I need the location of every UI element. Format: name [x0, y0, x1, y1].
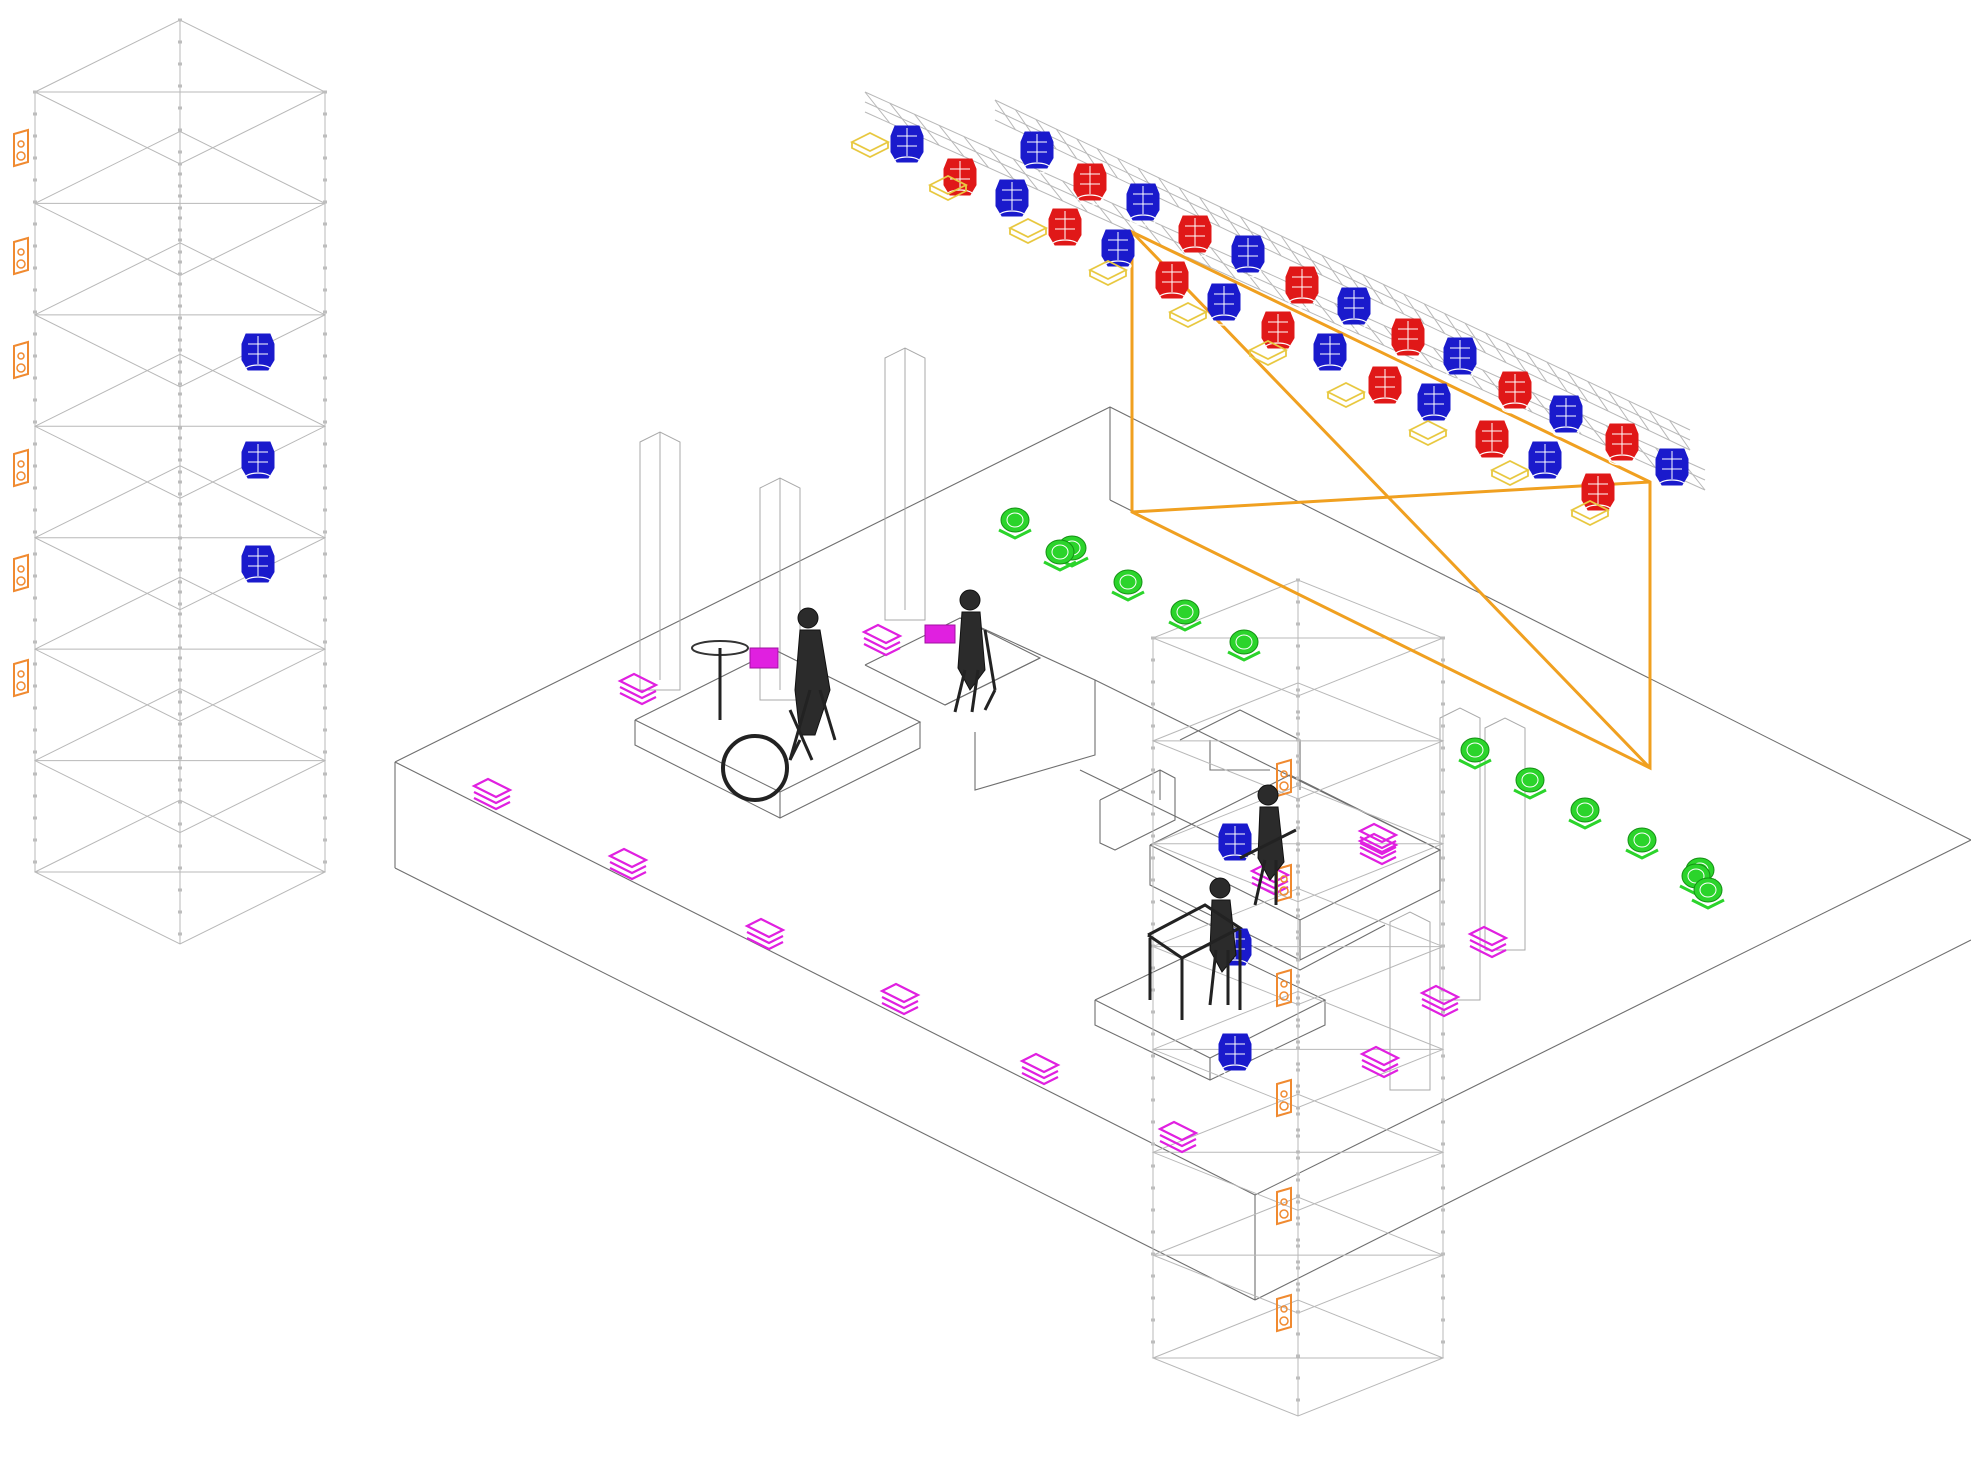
- moving-head-icon: [1048, 208, 1082, 251]
- blinder-icon: [927, 174, 969, 202]
- moving-head-icon: [1528, 441, 1562, 484]
- par-light-icon: [744, 917, 786, 951]
- blinder-icon: [1087, 259, 1129, 287]
- moving-head-icon: [1155, 261, 1189, 304]
- wash-light-icon: [1513, 767, 1547, 800]
- stage-pillars: [639, 347, 1526, 1091]
- wash-light-icon: [1111, 569, 1145, 602]
- speaker-icon: [13, 553, 29, 593]
- moving-head-icon: [1073, 163, 1107, 206]
- moving-head-icon: [1313, 333, 1347, 376]
- par-light-icon: [1359, 1045, 1401, 1079]
- moving-head-icon: [241, 441, 275, 484]
- par-light-icon: [1019, 1052, 1061, 1086]
- moving-head-icon: [1126, 183, 1160, 226]
- blinder-icon: [1167, 301, 1209, 329]
- wash-light-icon: [1691, 877, 1725, 910]
- wash-light-icon: [1043, 539, 1077, 572]
- moving-head-icon: [1231, 235, 1265, 278]
- par-light-icon: [1467, 925, 1509, 959]
- lighting-fixtures: [13, 125, 1725, 1333]
- speaker-icon: [13, 236, 29, 276]
- blinder-icon: [849, 131, 891, 159]
- par-light-icon: [1157, 1120, 1199, 1154]
- moving-head-icon: [1020, 131, 1054, 174]
- keyboardist-figure: [1147, 877, 1243, 1020]
- wash-light-icon: [1568, 797, 1602, 830]
- blinder-icon: [1407, 419, 1449, 447]
- moving-head-icon: [1207, 283, 1241, 326]
- speaker-icon: [13, 448, 29, 488]
- moving-head-icon: [1391, 318, 1425, 361]
- guitarist-figure: [924, 589, 997, 713]
- moving-head-icon: [1549, 395, 1583, 438]
- moving-head-icon: [1475, 420, 1509, 463]
- blinder-icon: [1325, 381, 1367, 409]
- par-light-icon: [607, 847, 649, 881]
- speaker-icon: [1276, 1078, 1292, 1118]
- par-light-icon: [471, 777, 513, 811]
- bassist-figure: [1239, 784, 1297, 906]
- blinder-icon: [1007, 217, 1049, 245]
- speaker-icon: [13, 658, 29, 698]
- blinder-icon: [1247, 339, 1289, 367]
- speaker-icon: [13, 340, 29, 380]
- speaker-icon: [1276, 1293, 1292, 1333]
- moving-head-icon: [1218, 1033, 1252, 1076]
- moving-head-icon: [1417, 383, 1451, 426]
- speaker-icon: [1276, 758, 1292, 798]
- moving-head-icon: [1605, 423, 1639, 466]
- moving-head-icon: [241, 545, 275, 588]
- moving-head-icon: [1498, 371, 1532, 414]
- wash-light-icon: [998, 507, 1032, 540]
- par-light-icon: [1419, 984, 1461, 1018]
- moving-head-icon: [1218, 823, 1252, 866]
- wash-light-icon: [1227, 629, 1261, 662]
- moving-head-icon: [1337, 287, 1371, 330]
- speaker-icon: [1276, 1186, 1292, 1226]
- wash-light-icon: [1168, 599, 1202, 632]
- par-light-icon: [861, 623, 903, 657]
- moving-head-icon: [1655, 448, 1689, 491]
- moving-head-icon: [1443, 337, 1477, 380]
- moving-head-icon: [1368, 366, 1402, 409]
- par-light-icon: [1357, 822, 1399, 856]
- moving-head-icon: [995, 179, 1029, 222]
- blinder-icon: [1489, 459, 1531, 487]
- moving-head-icon: [1581, 473, 1615, 516]
- par-light-icon: [617, 672, 659, 706]
- speaker-icon: [1276, 968, 1292, 1008]
- wash-light-icon: [1625, 827, 1659, 860]
- moving-head-icon: [890, 125, 924, 168]
- par-light-icon: [879, 982, 921, 1016]
- blinder-icon: [1569, 499, 1611, 527]
- moving-head-icon: [1101, 229, 1135, 272]
- speaker-icon: [13, 128, 29, 168]
- right-scaffold-tower: [1151, 578, 1445, 1417]
- left-scaffold-tower: [33, 18, 327, 945]
- led-screen-frame: [1130, 229, 1652, 771]
- wash-light-icon: [1458, 737, 1492, 770]
- moving-head-icon: [1178, 215, 1212, 258]
- moving-head-icon: [1285, 266, 1319, 309]
- performers: [691, 589, 1297, 1020]
- moving-head-icon: [1261, 311, 1295, 354]
- moving-head-icon: [241, 333, 275, 376]
- drummer-figure: [691, 607, 837, 802]
